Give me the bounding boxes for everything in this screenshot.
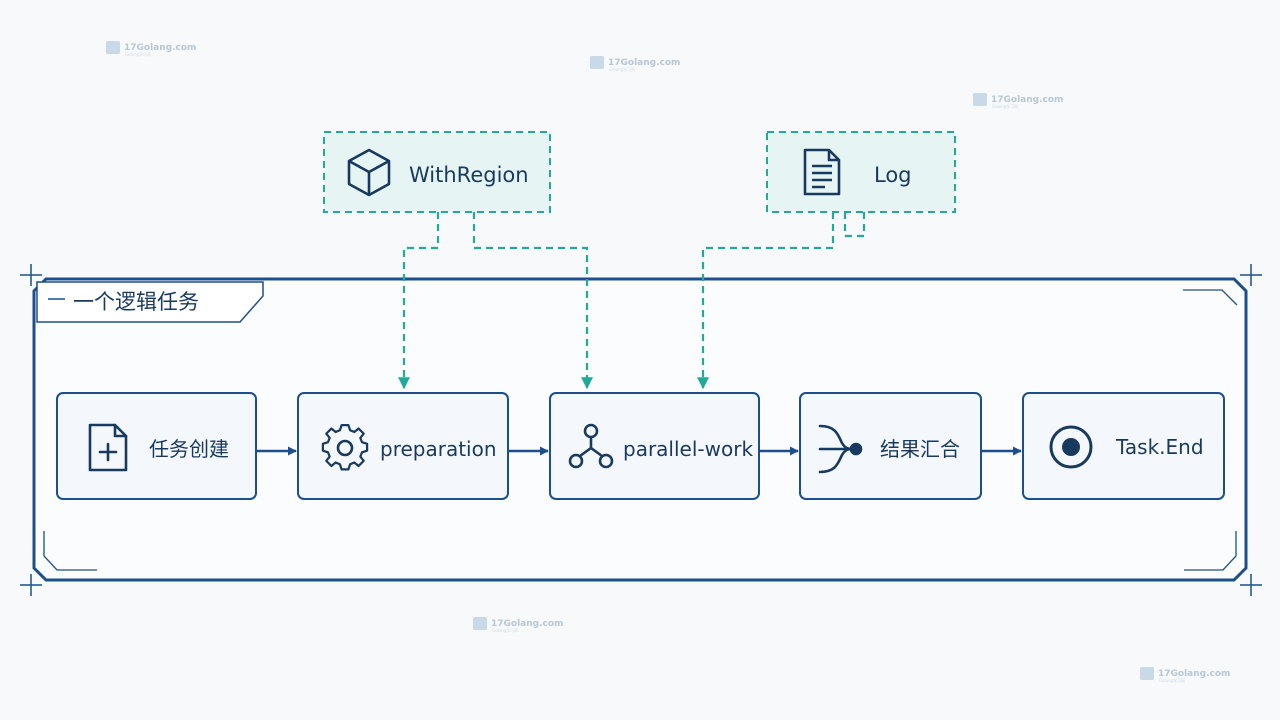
step-label: parallel-work (623, 437, 753, 461)
connector-log-loop (843, 212, 866, 238)
step-label: 任务创建 (149, 437, 229, 461)
merge-icon (818, 424, 863, 474)
frame-title: 一个逻辑任务 (73, 290, 199, 314)
connector-region-to-preparation (398, 212, 440, 390)
frame-title-tab (36, 281, 264, 323)
svg-text:Golang学习网: Golang学习网 (1159, 677, 1185, 683)
svg-text:17Golang.com: 17Golang.com (124, 43, 196, 53)
svg-text:17Golang.com: 17Golang.com (608, 58, 680, 68)
file-plus-icon (88, 423, 128, 472)
svg-text:Golang学习网: Golang学习网 (492, 627, 518, 633)
step-node: 结果汇合 (799, 392, 982, 500)
watermark: 17Golang.com Golang学习网 (473, 617, 563, 633)
step-label: Task.End (1115, 435, 1204, 459)
svg-text:Golang学习网: Golang学习网 (992, 103, 1018, 109)
aspect-log-label: Log (874, 163, 912, 187)
cube-icon (347, 148, 391, 197)
step-node: Task.End (1022, 392, 1225, 500)
step-node: 任务创建 (56, 392, 257, 500)
step-node: preparation (297, 392, 509, 500)
svg-text:Golang学习网: Golang学习网 (125, 51, 151, 57)
aspect-log: Log (766, 131, 956, 213)
svg-text:Golang学习网: Golang学习网 (609, 66, 635, 72)
watermark: 17Golang.com Golang学习网 (106, 41, 196, 57)
svg-text:17Golang.com: 17Golang.com (1158, 669, 1230, 679)
frame-corner-brackets (43, 289, 1238, 571)
step-node: parallel-work (549, 392, 760, 500)
document-icon (803, 148, 841, 196)
gear-icon (321, 424, 369, 471)
aspect-withregion: WithRegion (323, 131, 551, 213)
watermark: 17Golang.com Golang学习网 (590, 56, 680, 72)
watermark: 17Golang.com Golang学习网 (1140, 667, 1230, 683)
corner-markers (20, 264, 1262, 596)
aspect-withregion-label: WithRegion (409, 163, 529, 187)
step-label: preparation (380, 437, 497, 461)
watermark: 17Golang.com Golang学习网 (973, 93, 1063, 109)
aspect-connectors (398, 212, 866, 390)
end-circle-icon (1049, 425, 1093, 469)
svg-text:17Golang.com: 17Golang.com (491, 619, 563, 629)
connector-log-to-parallel (697, 212, 835, 390)
svg-text:17Golang.com: 17Golang.com (991, 95, 1063, 105)
fork-icon (568, 423, 614, 469)
step-label: 结果汇合 (880, 437, 960, 461)
connector-region-to-parallel (472, 212, 593, 390)
